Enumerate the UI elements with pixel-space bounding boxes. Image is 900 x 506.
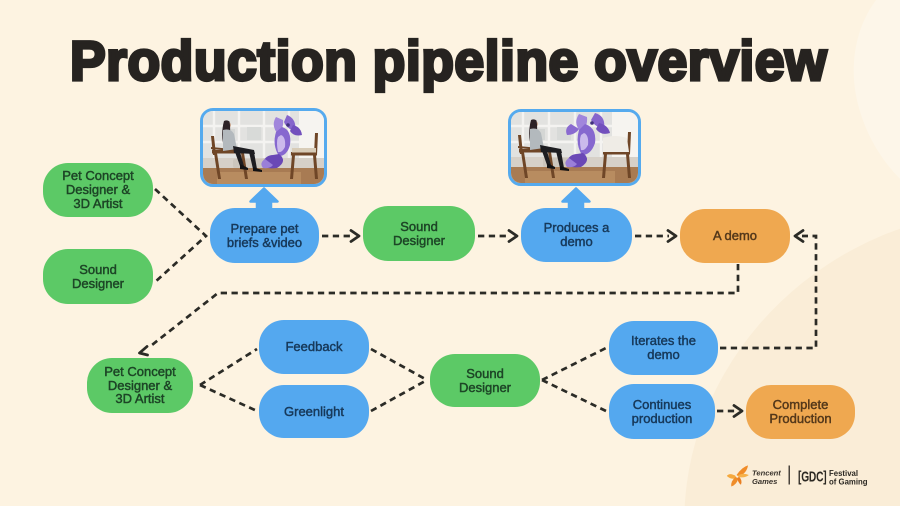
svg-text:of Gaming: of Gaming [829,478,868,487]
svg-text:Tencent: Tencent [752,469,781,478]
svg-text:Games: Games [752,477,777,486]
svg-text:[GDC]: [GDC] [798,467,826,485]
svg-text:Festival: Festival [829,469,858,478]
